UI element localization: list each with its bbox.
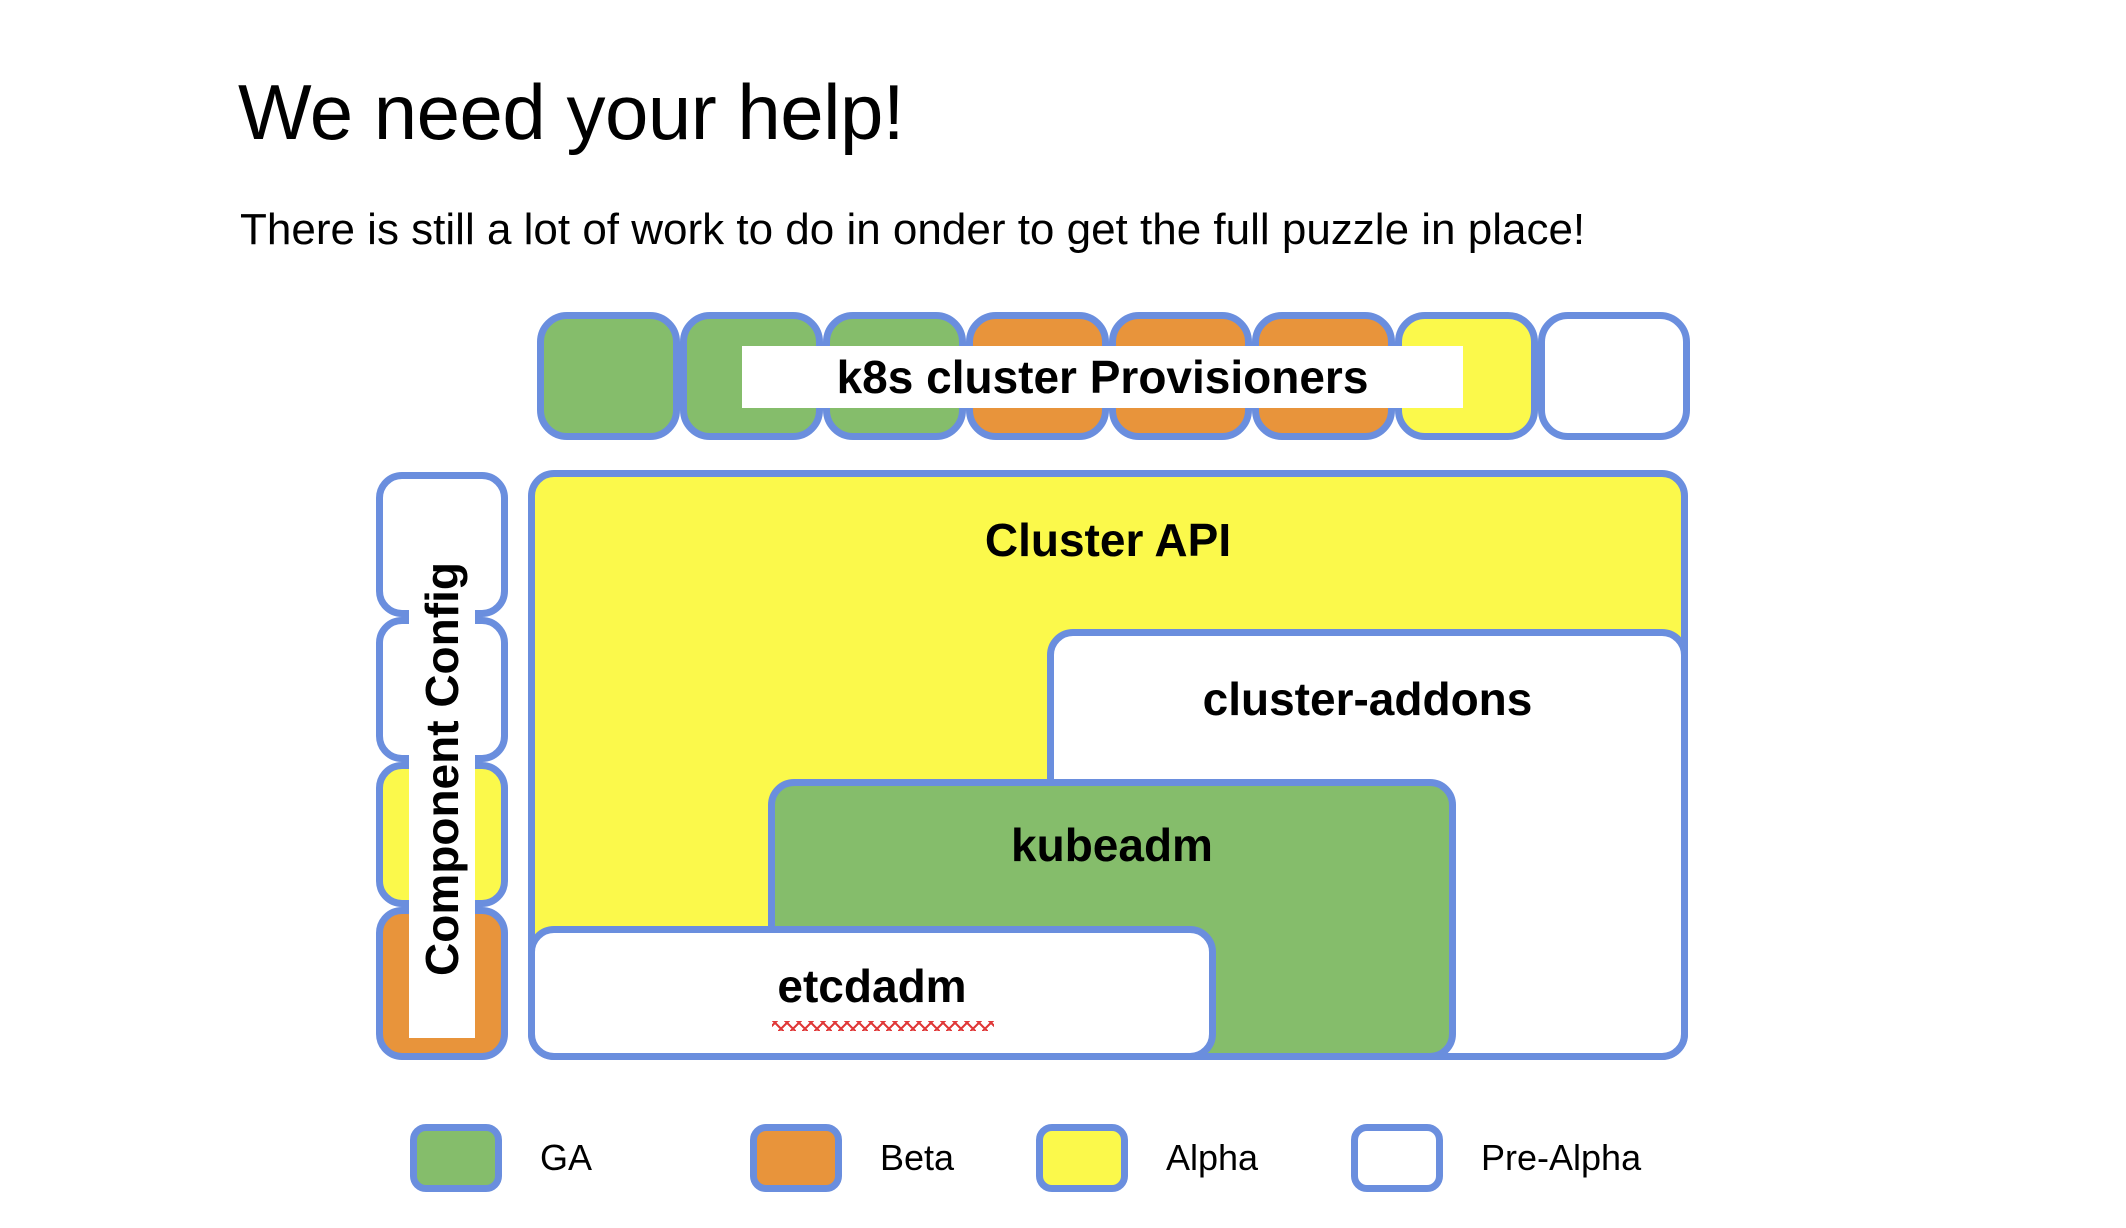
component-config-label: Component Config <box>409 500 475 1038</box>
provisioner-box-1[interactable] <box>537 312 680 440</box>
cluster-addons-label: cluster-addons <box>1202 673 1533 725</box>
legend-label-ga: GA <box>540 1137 593 1178</box>
component-config-label-text: Component Config <box>416 562 469 976</box>
legend-label-alpha: Alpha <box>1166 1137 1259 1178</box>
etcdadm-label: etcdadm <box>777 960 967 1012</box>
legend-label-prealpha: Pre-Alpha <box>1481 1137 1642 1178</box>
page-subtitle: There is still a lot of work to do in on… <box>240 205 1586 254</box>
provisioners-label: k8s cluster Provisioners <box>742 346 1463 408</box>
provisioner-box-8[interactable] <box>1538 312 1690 440</box>
etcdadm-box[interactable]: etcdadm <box>528 926 1216 1060</box>
legend-swatch-prealpha-icon <box>1351 1124 1443 1192</box>
legend-item-alpha: Alpha <box>1036 1122 1258 1194</box>
page-title: We need your help! <box>238 68 905 157</box>
legend-item-beta: Beta <box>750 1122 954 1194</box>
legend-swatch-ga-icon <box>410 1124 502 1192</box>
kubeadm-label: kubeadm <box>1011 819 1213 871</box>
legend-item-prealpha: Pre-Alpha <box>1351 1122 1641 1194</box>
spellcheck-underline-icon <box>772 1021 994 1031</box>
legend-item-ga: GA <box>410 1122 592 1194</box>
legend: GA Beta Alpha Pre-Alpha <box>0 1122 2126 1202</box>
cluster-api-label: Cluster API <box>984 514 1232 566</box>
legend-swatch-beta-icon <box>750 1124 842 1192</box>
legend-swatch-alpha-icon <box>1036 1124 1128 1192</box>
legend-label-beta: Beta <box>880 1137 955 1178</box>
